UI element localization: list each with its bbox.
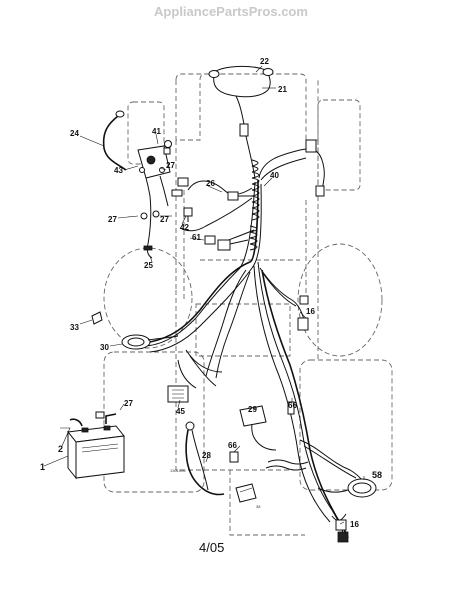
watermark: AppliancePartsPros.com (154, 4, 308, 19)
small-code: 1301006 (170, 468, 186, 473)
main-wire-harness (145, 124, 369, 539)
label-41: 41 (152, 127, 161, 136)
label-33: 33 (70, 323, 79, 332)
label-22: 22 (260, 57, 269, 66)
leader-lines (43, 65, 365, 525)
label-61: 61 (192, 233, 201, 242)
misc-connectors (140, 140, 193, 259)
label-29: 29 (248, 405, 257, 414)
label-27b: 27 (108, 215, 117, 224)
label-42: 42 (180, 223, 189, 232)
switch-16-upper (297, 295, 309, 331)
label-27a: 27 (166, 161, 175, 170)
connector-26 (227, 191, 252, 201)
alternator-connector-30 (121, 334, 179, 350)
module-45 (167, 385, 189, 403)
label-27d: 27 (124, 399, 133, 408)
label-58: 58 (372, 470, 382, 480)
label-40: 40 (270, 171, 279, 180)
wire-loom-coil (249, 159, 309, 471)
label-16b: 16 (350, 520, 359, 529)
label-21: 21 (278, 85, 287, 94)
starter-solenoid (137, 145, 171, 245)
label-25: 25 (144, 261, 153, 270)
label-43: 43 (114, 166, 123, 175)
cable-28 (185, 429, 225, 496)
clip-33 (91, 311, 103, 325)
label-66b: 66 (228, 441, 237, 450)
lower-left-wiring (177, 349, 223, 491)
label-66a: 66 (288, 401, 297, 410)
label-26: 26 (206, 179, 215, 188)
module-38 (235, 483, 257, 503)
front-light-wiring (208, 65, 274, 137)
round-component-58 (317, 478, 377, 498)
label-45: 45 (176, 407, 185, 416)
label-1: 1 (40, 462, 45, 472)
label-27c: 27 (160, 215, 169, 224)
relay-61 (204, 235, 249, 251)
right-connector (305, 139, 325, 197)
label-28: 28 (202, 451, 211, 460)
part-number-labels: 22 21 24 41 27 43 40 26 27 27 42 61 25 1… (40, 57, 382, 529)
switch-16-lower (335, 519, 349, 543)
footer-date: 4/05 (199, 540, 224, 555)
label-2: 2 (58, 444, 63, 454)
label-38: 38 (256, 504, 261, 509)
label-16a: 16 (306, 307, 315, 316)
label-30: 30 (100, 343, 109, 352)
switch-29 (239, 405, 277, 451)
ground-wire-24 (102, 110, 127, 171)
battery (67, 411, 125, 480)
label-24: 24 (70, 129, 79, 138)
